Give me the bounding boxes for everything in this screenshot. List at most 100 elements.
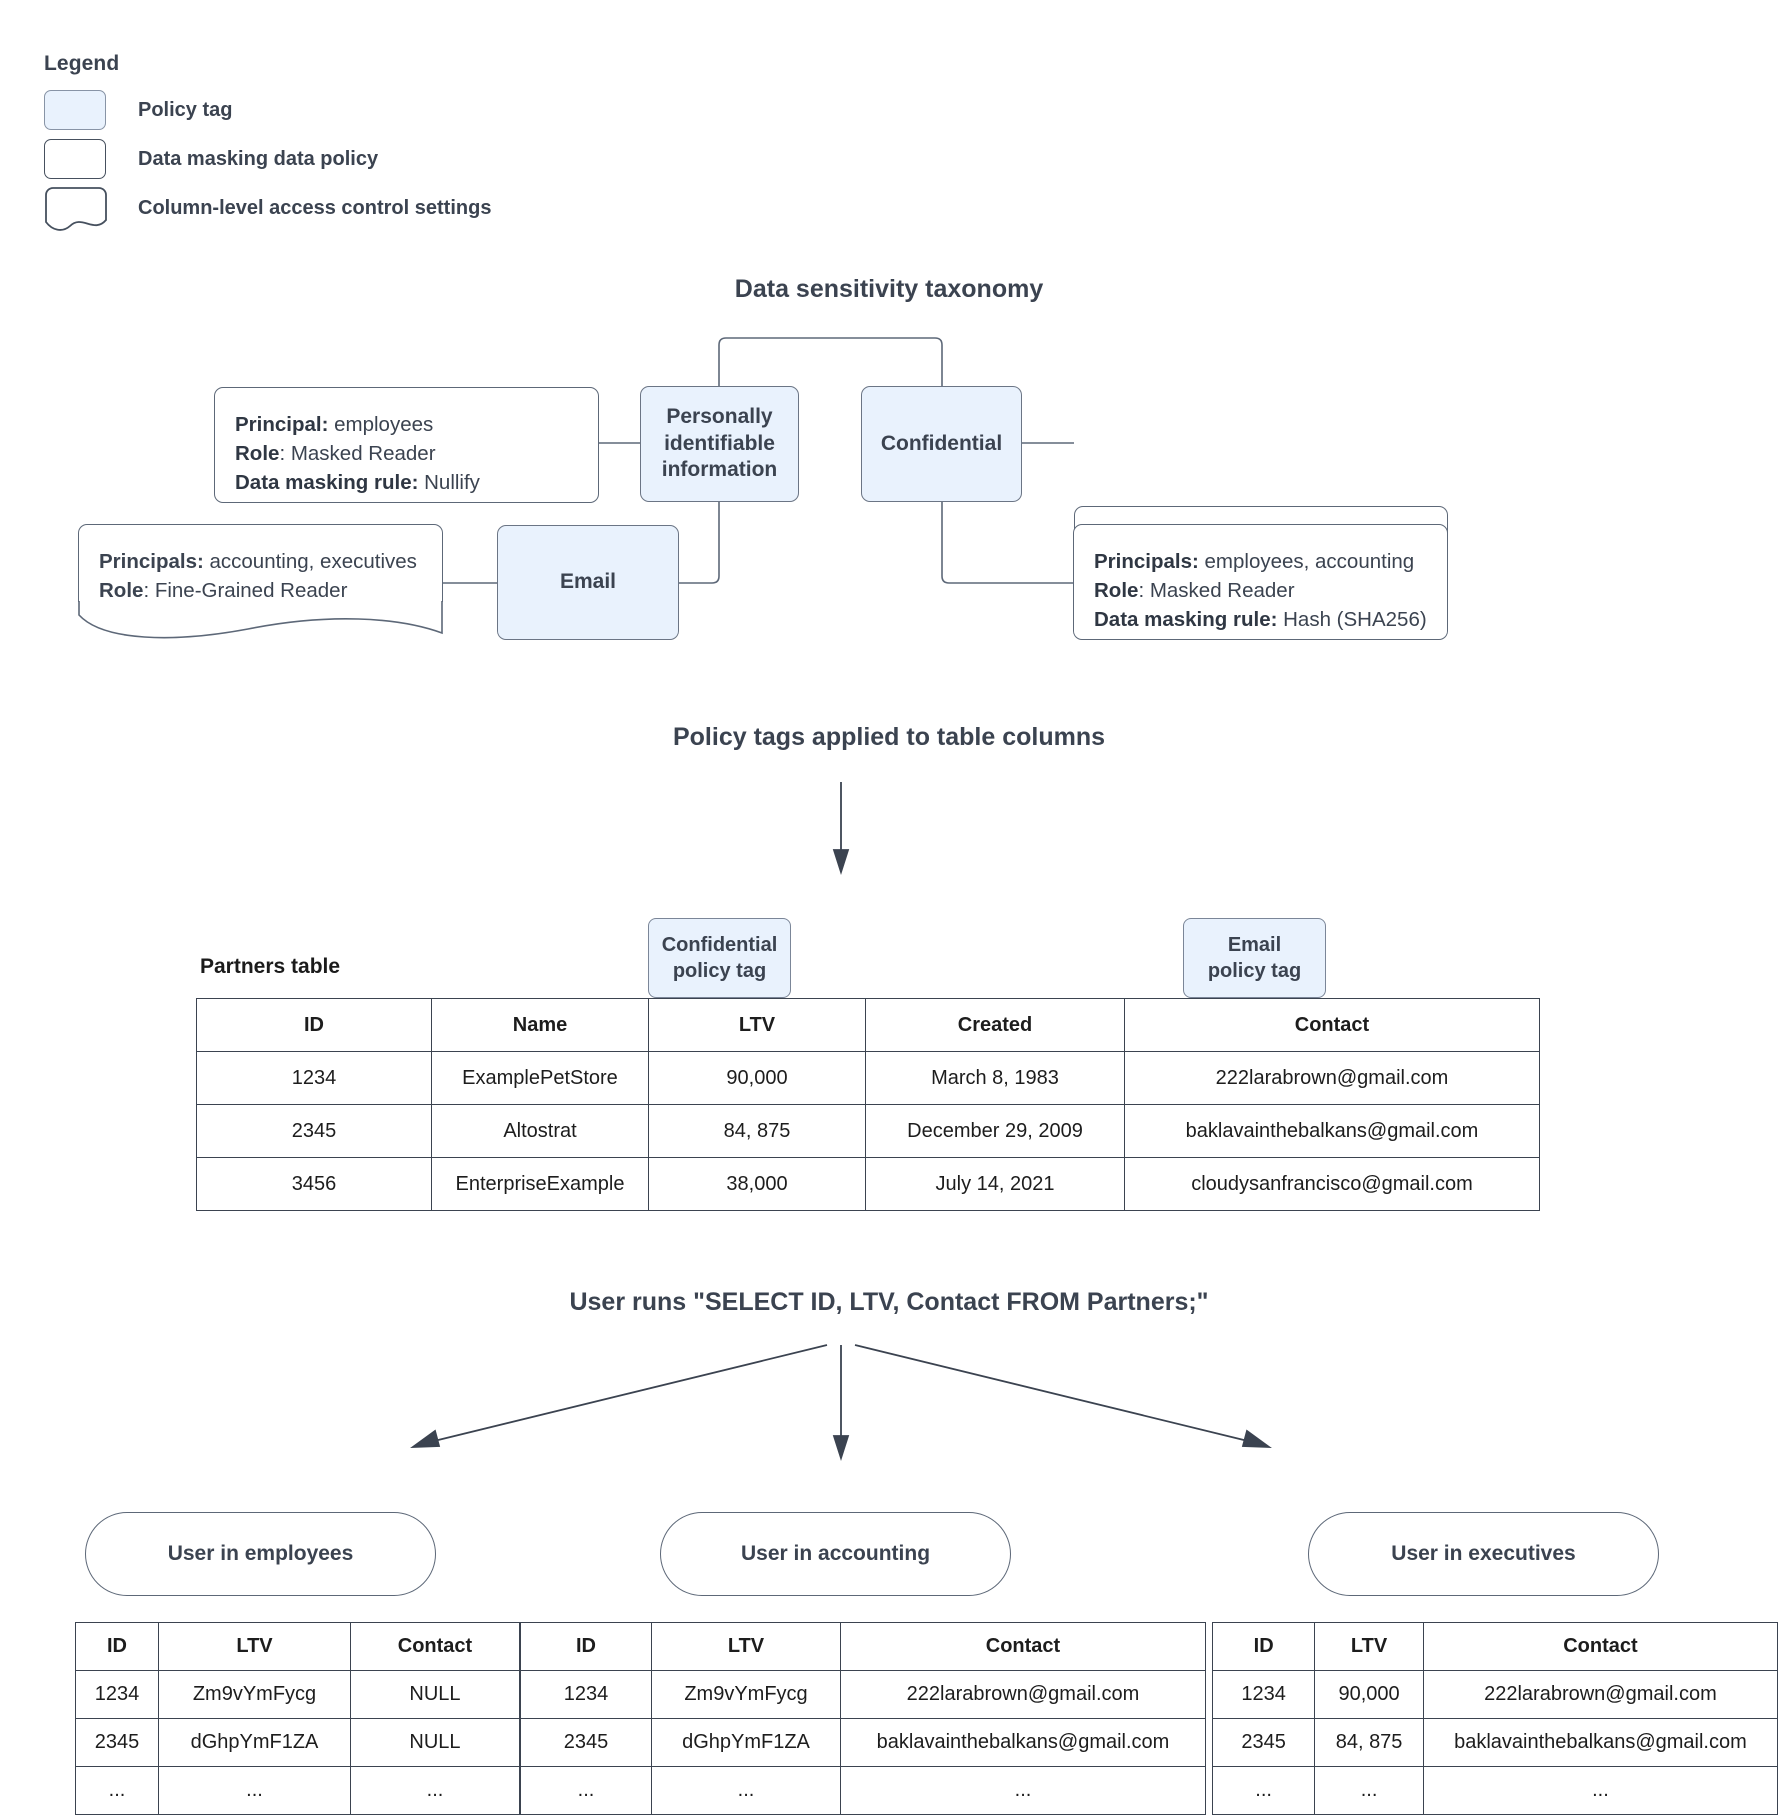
res2-cell: 1234: [1211, 1670, 1316, 1719]
res1-cell: baklavainthebalkans@gmail.com: [840, 1718, 1206, 1767]
legend-label-policy-tag: Policy tag: [138, 98, 233, 121]
result-header-row-accounting: ID LTV Contact: [520, 1622, 1206, 1671]
result-pill-accounting: User in accounting: [660, 1512, 1011, 1596]
legend-item-data-masking: Data masking data policy: [44, 135, 491, 183]
pii-mask-key-1: Role: [235, 442, 280, 466]
policy-tag-node-pii[interactable]: Personally identifiable information: [640, 386, 799, 502]
email-acl-key-1: Role: [99, 579, 144, 603]
partners-cell: EnterpriseExample: [431, 1157, 649, 1211]
column-acl-swatch-icon: [44, 187, 107, 231]
partners-cell: 222larabrown@gmail.com: [1124, 1051, 1540, 1105]
partners-table-header-row: ID Name LTV Created Contact: [196, 998, 1540, 1052]
result-pill-label-accounting: User in accounting: [740, 1542, 931, 1565]
partners-th-contact: Contact: [1124, 998, 1540, 1052]
email-policy-tag-chip[interactable]: Email policy tag: [1183, 918, 1326, 998]
pii-mask-val-2: Nullify: [418, 471, 480, 495]
pii-node-label: Personally identifiable information: [661, 404, 778, 482]
res2-th-ltv: LTV: [1314, 1622, 1424, 1671]
legend: Legend Policy tag Data masking data poli…: [44, 52, 491, 233]
partners-th-ltv: LTV: [648, 998, 866, 1052]
res0-cell: 2345: [75, 1718, 159, 1767]
res2-cell: 84, 875: [1314, 1718, 1424, 1767]
data-masking-swatch-icon: [44, 139, 106, 179]
res2-th-contact: Contact: [1422, 1622, 1778, 1671]
res2-cell: ...: [1211, 1766, 1316, 1815]
chip-line1-confidential: Confidential: [661, 934, 778, 956]
res1-cell: 2345: [520, 1718, 652, 1767]
table-row: 1234 90,000 222larabrown@gmail.com: [1211, 1670, 1778, 1719]
partners-table-label: Partners table: [200, 955, 341, 978]
table-row: 2345 Altostrat 84, 875 December 29, 2009…: [196, 1104, 1540, 1158]
res0-cell: dGhpYmF1ZA: [158, 1718, 351, 1767]
partners-cell: 3456: [196, 1157, 432, 1211]
res0-cell: NULL: [350, 1718, 520, 1767]
table-row: 2345 dGhpYmF1ZA NULL: [75, 1718, 520, 1767]
conf-mask-key-1: Role: [1094, 579, 1139, 603]
result-table-accounting: ID LTV Contact 1234 Zm9vYmFycg 222larabr…: [520, 1622, 1206, 1815]
chip-line2-confidential: policy tag: [672, 960, 767, 982]
conf-mask-val-0: employees, accounting: [1198, 550, 1415, 573]
res2-cell: 90,000: [1314, 1670, 1424, 1719]
pii-mask-key-2: Data masking rule:: [235, 471, 419, 495]
res2-cell: 222larabrown@gmail.com: [1422, 1670, 1778, 1719]
legend-title: Legend: [44, 52, 120, 75]
res1-cell: ...: [651, 1766, 841, 1815]
legend-item-column-acl: Column-level access control settings: [44, 184, 491, 232]
partners-cell: March 8, 1983: [865, 1051, 1125, 1105]
result-pill-label-executives: User in executives: [1391, 1542, 1576, 1565]
res2-th-id: ID: [1211, 1622, 1316, 1671]
partners-cell: ExamplePetStore: [431, 1051, 649, 1105]
res0-cell: Zm9vYmFycg: [158, 1670, 351, 1719]
query-title: User runs "SELECT ID, LTV, Contact FROM …: [569, 1288, 1209, 1316]
email-column-acl-box: Principals: accounting, executives Role:…: [78, 524, 443, 643]
policy-tag-node-email[interactable]: Email: [497, 525, 679, 640]
pii-mask-val-1: : Masked Reader: [279, 442, 436, 466]
conf-mask-key-2: Data masking rule:: [1094, 608, 1278, 632]
table-row: ... ... ...: [520, 1766, 1206, 1815]
wavy-bottom-edge-email: [78, 601, 443, 639]
confidential-policy-tag-chip[interactable]: Confidential policy tag: [648, 918, 791, 998]
confidential-node-label: Confidential: [880, 431, 1003, 455]
res0-th-ltv: LTV: [158, 1622, 351, 1671]
res2-cell: ...: [1314, 1766, 1424, 1815]
result-pill-executives: User in executives: [1308, 1512, 1659, 1596]
partners-cell: Altostrat: [431, 1104, 649, 1158]
conf-mask-key-0: Principals:: [1094, 550, 1199, 573]
partners-cell: 1234: [196, 1051, 432, 1105]
res2-cell: 2345: [1211, 1718, 1316, 1767]
chip-line1-email: Email: [1227, 934, 1282, 956]
applied-section-title: Policy tags applied to table columns: [672, 723, 1106, 751]
partners-cell: July 14, 2021: [865, 1157, 1125, 1211]
res2-cell: ...: [1422, 1766, 1778, 1815]
legend-label-column-acl: Column-level access control settings: [138, 196, 492, 219]
res1-th-ltv: LTV: [651, 1622, 841, 1671]
res1-th-contact: Contact: [840, 1622, 1206, 1671]
pii-mask-val-0: employees: [328, 413, 434, 436]
partners-cell: 84, 875: [648, 1104, 866, 1158]
partners-cell: baklavainthebalkans@gmail.com: [1124, 1104, 1540, 1158]
partners-table: ID Name LTV Created Contact 1234 Example…: [196, 998, 1540, 1211]
res1-cell: ...: [840, 1766, 1206, 1815]
conf-mask-val-2: Hash (SHA256): [1277, 608, 1427, 632]
res0-th-id: ID: [75, 1622, 159, 1671]
result-pill-employees: User in employees: [85, 1512, 436, 1596]
partners-cell: 2345: [196, 1104, 432, 1158]
res0-cell: ...: [158, 1766, 351, 1815]
partners-th-id: ID: [196, 998, 432, 1052]
policy-tag-node-confidential[interactable]: Confidential: [861, 386, 1022, 502]
table-row: 2345 84, 875 baklavainthebalkans@gmail.c…: [1211, 1718, 1778, 1767]
legend-label-data-masking: Data masking data policy: [138, 147, 379, 170]
taxonomy-title: Data sensitivity taxonomy: [734, 275, 1044, 303]
table-row: ... ... ...: [1211, 1766, 1778, 1815]
pii-mask-key-0: Principal:: [235, 413, 329, 436]
partners-cell: cloudysanfrancisco@gmail.com: [1124, 1157, 1540, 1211]
table-row: 1234 Zm9vYmFycg NULL: [75, 1670, 520, 1719]
confidential-data-masking-policy-box: Principals: employees, accounting Role: …: [1073, 524, 1448, 640]
email-acl-key-0: Principals:: [99, 550, 204, 573]
result-table-executives: ID LTV Contact 1234 90,000 222larabrown@…: [1211, 1622, 1778, 1815]
partners-cell: 38,000: [648, 1157, 866, 1211]
res1-cell: Zm9vYmFycg: [651, 1670, 841, 1719]
result-header-row-employees: ID LTV Contact: [75, 1622, 520, 1671]
res0-cell: 1234: [75, 1670, 159, 1719]
legend-item-policy-tag: Policy tag: [44, 86, 491, 134]
